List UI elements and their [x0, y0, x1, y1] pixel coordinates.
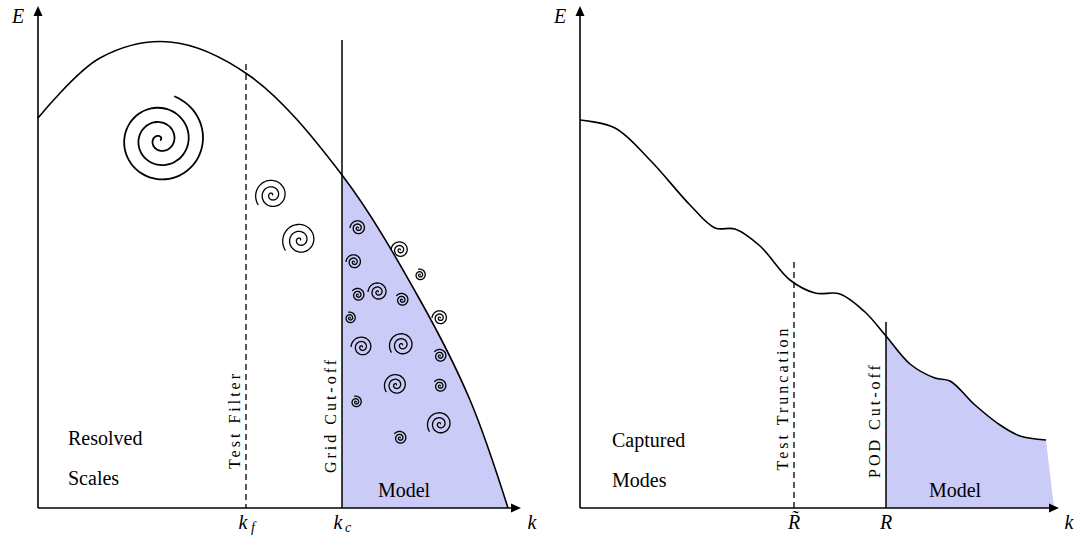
grid-cutoff-line	[341, 40, 343, 508]
eddy-spiral	[351, 337, 371, 355]
model-region	[342, 175, 508, 508]
energy-curve	[38, 42, 508, 508]
y-axis	[37, 14, 39, 508]
eddy-spiral	[416, 269, 425, 279]
eddy-spiral	[346, 255, 360, 268]
eddy-spiral	[368, 283, 386, 299]
eddy-spiral	[283, 224, 314, 252]
tick-label: R	[880, 511, 892, 534]
eddy-spiral	[124, 96, 203, 179]
eddy-spiral	[434, 349, 445, 361]
pod-cutoff-line	[885, 322, 887, 508]
axis-arrowhead	[576, 6, 585, 16]
region-label: Model	[929, 479, 981, 502]
cutoff-label: Test Truncation	[774, 326, 792, 471]
eddy-spiral	[390, 334, 412, 354]
axis-arrowhead	[511, 504, 521, 513]
spiral-layer	[124, 96, 450, 443]
cutoff-label: POD Cut-off	[866, 362, 884, 478]
axis-arrowhead	[34, 6, 43, 16]
energy-curve	[580, 120, 1046, 440]
eddy-spiral	[394, 431, 405, 443]
eddy-spiral	[384, 375, 405, 393]
tick-subscript: f	[251, 520, 255, 536]
cutoff-label: Test Filter	[226, 371, 244, 469]
axis-label: k	[528, 511, 537, 534]
axis-label: k	[1065, 511, 1074, 534]
x-axis	[38, 507, 514, 509]
eddy-spiral	[432, 311, 446, 324]
eddy-spiral	[352, 288, 363, 300]
region-label: Model	[378, 479, 430, 502]
y-axis	[579, 14, 581, 508]
region-label: Resolved Scales	[68, 418, 163, 498]
eddy-spiral	[256, 180, 285, 206]
region-label: Captured Modes	[612, 420, 712, 500]
tick-label: R̃	[788, 511, 800, 534]
tick-label: k	[334, 511, 343, 534]
eddy-spiral	[428, 413, 450, 433]
test-filter-line	[245, 64, 246, 508]
x-axis	[580, 507, 1052, 509]
axis-label: E	[12, 5, 24, 28]
tick-subscript: c	[345, 520, 351, 536]
cutoff-label: Grid Cut-off	[322, 357, 340, 473]
tick-label: k	[239, 511, 248, 534]
axis-label: E	[554, 5, 566, 28]
curve-layer	[38, 42, 1046, 508]
eddy-spiral	[352, 396, 361, 406]
eddy-spiral	[350, 221, 364, 234]
eddy-spiral	[391, 242, 407, 256]
axis-arrowhead	[1049, 504, 1059, 513]
eddy-spiral	[434, 379, 445, 391]
eddy-spiral	[346, 312, 355, 322]
shade-layer	[342, 175, 1054, 508]
test-truncation-line	[793, 262, 794, 508]
model-region	[886, 336, 1054, 508]
eddy-spiral	[396, 293, 407, 305]
line-layer	[34, 6, 1060, 513]
